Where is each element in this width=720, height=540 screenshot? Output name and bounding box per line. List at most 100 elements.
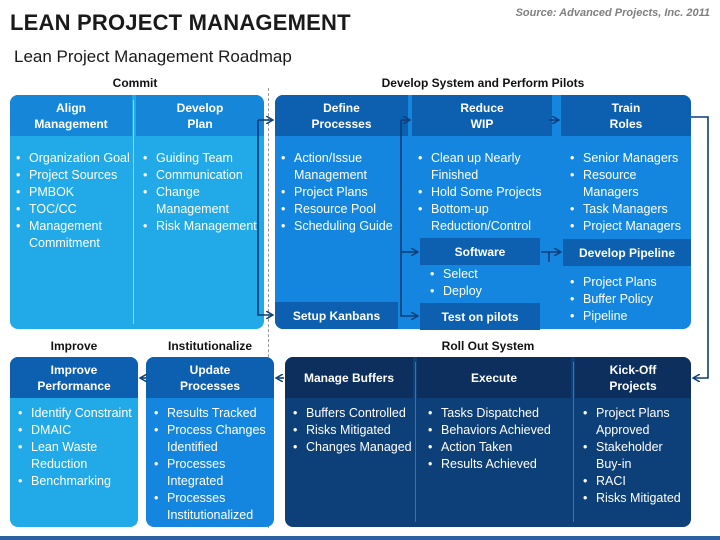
execute-list: Tasks Dispatched Behaviors Achieved Acti… [424,405,570,473]
list-item: Changes Managed [289,439,413,456]
arrow-commit-to-define [257,120,272,315]
list-item: Processes Integrated [150,456,274,490]
list-item: Bottom-up Reduction/Control [414,201,554,235]
list-item: Risks Mitigated [289,422,413,439]
update-title-line2: Processes [179,378,241,393]
list-item: Change Management [139,184,263,218]
arrow-define-to-reduce [400,120,417,316]
develop-plan-title-line1: Develop [176,100,224,115]
section-label-institutionalize: Institutionalize [168,339,252,353]
bottom-bar [0,536,720,540]
list-item: RACI [579,473,691,490]
kickoff-projects-list: Project Plans Approved Stakeholder Buy-i… [579,405,691,507]
update-processes-list: Results Tracked Process Changes Identifi… [150,405,274,524]
list-item: Action Taken [424,439,570,456]
section-label-improve: Improve [50,339,98,353]
develop-plan-title-line2: Plan [187,116,213,131]
define-title-line1: Define [323,100,360,115]
list-item: Behaviors Achieved [424,422,570,439]
list-item: Risks Mitigated [579,490,691,507]
kickoff-title-line1: Kick-Off [609,362,657,377]
page-subtitle: Lean Project Management Roadmap [14,47,292,66]
improve-title-line1: Improve [50,362,98,377]
section-label-develop: Develop System and Perform Pilots [381,76,585,90]
list-item: Buffer Policy [566,291,690,308]
kickoff-title-line2: Projects [609,378,657,393]
phase-divider [268,88,269,528]
train-roles-list: Senior Managers Resource Managers Task M… [566,150,690,235]
align-management-list: Organization Goal Project Sources PMBOK … [12,150,130,252]
list-item: Deploy [426,283,536,300]
source-note: Source: Advanced Projects, Inc. 2011 [515,7,710,19]
commit-column-divider [133,100,134,324]
section-label-rollout: Roll Out System [441,339,535,353]
reduce-wip-list: Clean up Nearly Finished Hold Some Proje… [414,150,554,235]
improve-title-line2: Performance [37,378,111,393]
develop-plan-list: Guiding Team Communication Change Manage… [139,150,263,235]
develop-pipeline-strip: Develop Pipeline [563,239,691,266]
list-item: Project Managers [566,218,690,235]
execute-header: Execute [417,357,571,398]
list-item: Resource Managers [566,167,690,201]
list-item: PMBOK [12,184,130,201]
rollout-divider-2 [573,362,574,522]
train-title-line2: Roles [609,116,643,131]
list-item: Project Plans Approved [579,405,691,439]
list-item: Communication [139,167,263,184]
improve-performance-list: Identify Constraint DMAIC Lean Waste Red… [14,405,136,490]
setup-kanbans-strip: Setup Kanbans [275,302,398,329]
list-item: Project Sources [12,167,130,184]
define-title-line2: Processes [311,116,372,131]
train-title-line1: Train [611,100,641,115]
list-item: Tasks Dispatched [424,405,570,422]
list-item: Guiding Team [139,150,263,167]
list-item: Organization Goal [12,150,130,167]
list-item: Select [426,266,536,283]
list-item: Hold Some Projects [414,184,554,201]
rollout-divider-1 [415,362,416,522]
list-item: Task Managers [566,201,690,218]
update-title-line1: Update [189,362,231,377]
manage-buffers-list: Buffers Controlled Risks Mitigated Chang… [289,405,413,456]
list-item: Processes Institutionalized [150,490,274,524]
list-item: Project Plans [277,184,405,201]
list-item: Results Tracked [150,405,274,422]
list-item: Scheduling Guide [277,218,405,235]
list-item: Benchmarking [14,473,136,490]
list-item: Resource Pool [277,201,405,218]
list-item: Stakeholder Buy-in [579,439,691,473]
section-label-commit: Commit [112,76,158,90]
list-item: TOC/CC [12,201,130,218]
list-item: Senior Managers [566,150,690,167]
manage-buffers-header: Manage Buffers [285,357,413,398]
list-item: Process Changes Identified [150,422,274,456]
page-title: LEAN PROJECT MANAGEMENT [10,10,351,35]
arrow-train-to-kickoff [691,116,709,378]
list-item: Action/Issue Management [277,150,405,184]
list-item: Identify Constraint [14,405,136,422]
reduce-title-line2: WIP [470,116,494,131]
test-on-pilots-strip: Test on pilots [420,303,540,330]
list-item: Lean Waste Reduction [14,439,136,473]
reduce-title-line1: Reduce [460,100,504,115]
list-item: Management Commitment [12,218,130,252]
list-item: DMAIC [14,422,136,439]
align-title-line1: Align [55,100,86,115]
develop-pipeline-list: Project Plans Buffer Policy Pipeline [566,274,690,325]
list-item: Pipeline [566,308,690,325]
list-item: Clean up Nearly Finished [414,150,554,184]
software-list: Select Deploy [426,266,536,300]
align-title-line2: Management [34,116,108,131]
list-item: Buffers Controlled [289,405,413,422]
define-processes-list: Action/Issue Management Project Plans Re… [277,150,405,235]
list-item: Results Achieved [424,456,570,473]
